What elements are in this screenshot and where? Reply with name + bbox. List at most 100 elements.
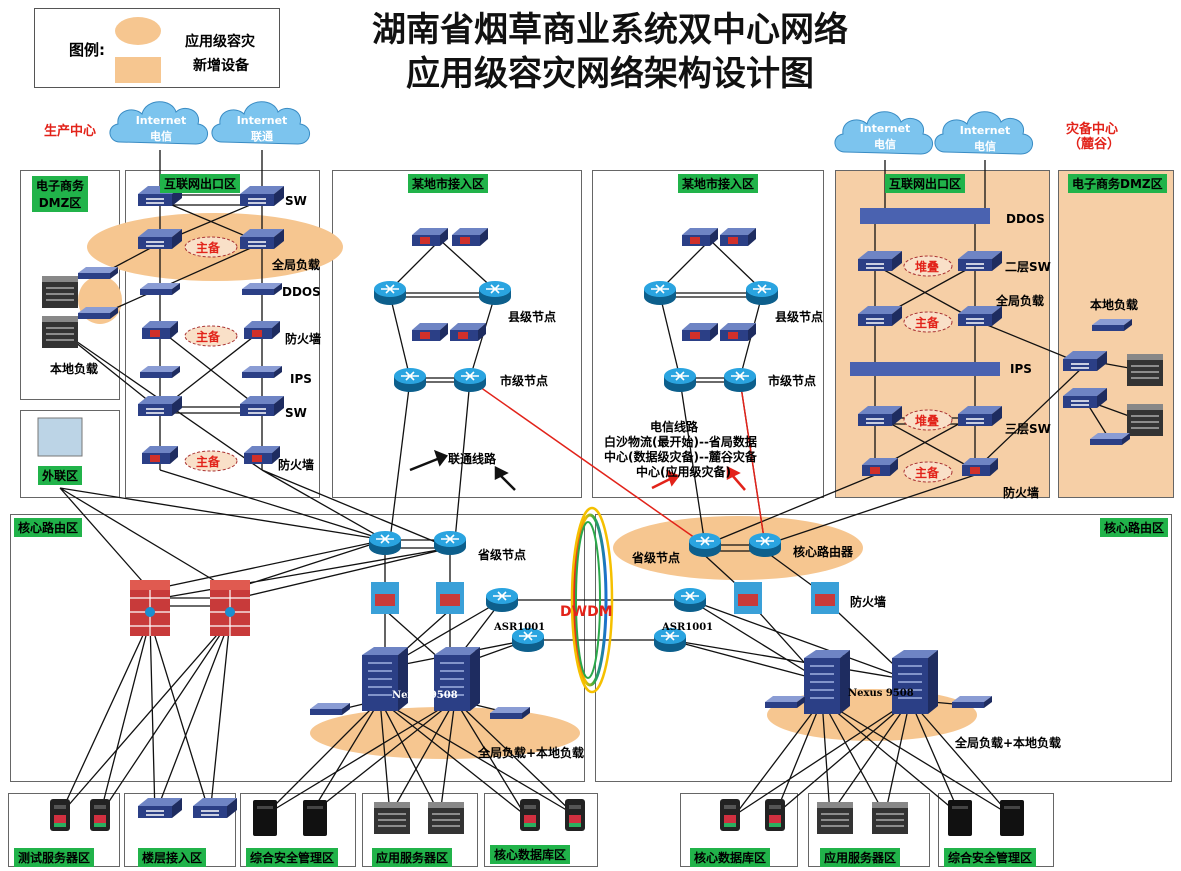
label-prov-node-right: 省级节点 [632, 551, 681, 565]
server-icon [720, 799, 740, 831]
label-city-node-2: 市级节点 [768, 374, 817, 388]
extranet-building-icon [37, 417, 83, 457]
server-rack-icon [816, 801, 854, 835]
router-icon [368, 530, 402, 556]
firewall-icon [811, 582, 839, 614]
label-telecom-2: 白沙物流(最开始)--省局数据 [604, 435, 757, 449]
bottom-label-8: 综合安全管理区 [944, 848, 1037, 867]
cloud-label-3a: Internet [859, 122, 911, 135]
router-icon [663, 367, 697, 393]
router-icon [373, 280, 407, 306]
nexus-switch-icon [891, 649, 939, 715]
label-sw: SW [285, 194, 307, 208]
label-sw2: SW [285, 406, 307, 420]
label-r-ha2: 主备 [915, 466, 940, 480]
label-ips: IPS [290, 372, 312, 386]
switch-icon [1062, 350, 1108, 372]
firewall-icon [142, 446, 178, 464]
zone-label-extranet: 外联区 [38, 466, 83, 485]
label-telecom-1: 电信线路 [650, 420, 699, 434]
load-balancer-icon [857, 305, 903, 327]
zone-label-core-right: 核心路由区 [1100, 518, 1169, 537]
firewall-icon [452, 228, 488, 246]
bottom-label-5: 核心数据库区 [490, 845, 571, 864]
page-title: 湖南省烟草商业系统双中心网络 应用级容灾网络架构设计图 [330, 8, 890, 96]
zone-label-left-internet: 互联网出口区 [160, 174, 241, 193]
label-fw1: 防火墙 [285, 332, 322, 346]
server-tower-icon [948, 800, 972, 836]
server-icon [520, 799, 540, 831]
label-core-firewall: 防火墙 [850, 595, 887, 609]
server-icon [50, 799, 70, 831]
label-ha1: 主备 [196, 241, 221, 255]
bottom-label-1: 测试服务器区 [14, 848, 95, 867]
switch-icon [239, 395, 285, 417]
label-ha2: 主备 [196, 330, 221, 344]
label-county-node-2: 县级节点 [775, 310, 824, 324]
server-icon [565, 799, 585, 831]
label-fw2: 防火墙 [278, 458, 315, 472]
label-telecom-4: 中心(应用级灾备) [636, 465, 731, 479]
router-icon [393, 367, 427, 393]
site-production-label: 生产中心 [44, 124, 97, 139]
label-nexus-left: Nexus 9508 [392, 690, 458, 701]
firewall-icon [244, 321, 280, 339]
nexus-switch-icon [361, 646, 409, 712]
switch-icon [137, 797, 183, 819]
switch-icon [957, 250, 1003, 272]
server-rack-icon [1126, 353, 1164, 387]
asr-router-icon [485, 587, 519, 613]
firewall-icon [412, 323, 448, 341]
firewall-icon [142, 321, 178, 339]
router-icon [643, 280, 677, 306]
legend-rect-swatch [115, 57, 161, 83]
cloud-label-3b: 电信 [874, 138, 896, 151]
cloud-label-4b: 电信 [974, 140, 996, 153]
asr-router-icon [673, 587, 707, 613]
firewall-icon [682, 323, 718, 341]
label-core-router: 核心路由器 [793, 545, 854, 559]
label-lb-right: 全局负载+本地负载 [955, 736, 1062, 750]
server-rack-icon [41, 275, 79, 309]
label-dwdm: DWDM [560, 604, 613, 620]
ddos-icon [242, 283, 282, 295]
firewall-icon [436, 582, 464, 614]
label-asr-left: ASR1001 [494, 622, 546, 633]
ddos-icon [860, 208, 990, 224]
label-r-glb: 全局负载 [996, 294, 1045, 308]
nexus-switch-icon [803, 649, 851, 715]
label-r-l3sw: 三层SW [1005, 422, 1051, 436]
firewall-icon [244, 446, 280, 464]
router-icon [688, 532, 722, 558]
firewall-icon [734, 582, 762, 614]
load-balancer-icon [765, 696, 805, 708]
label-left-local-lb: 本地负载 [50, 362, 99, 376]
server-tower-icon [303, 800, 327, 836]
server-rack-icon [373, 801, 411, 835]
firewall-icon [862, 458, 898, 476]
switch-icon [857, 405, 903, 427]
firewall-icon [450, 323, 486, 341]
label-telecom-3: 中心(数据级灾备)--麓谷灾备 [604, 450, 757, 464]
ips-icon [242, 366, 282, 378]
label-unicom-line: 联通线路 [448, 452, 497, 466]
cloud-label-4a: Internet [959, 124, 1011, 137]
server-icon [765, 799, 785, 831]
legend-line1: 应用级容灾 [185, 34, 255, 50]
switch-icon [192, 797, 238, 819]
label-nexus-right: Nexus 9508 [848, 688, 914, 699]
server-rack-icon [871, 801, 909, 835]
label-city-node-1: 市级节点 [500, 374, 549, 388]
label-r-fw: 防火墙 [1003, 486, 1040, 500]
label-r-l2sw: 二层SW [1005, 260, 1051, 274]
server-rack-icon [1126, 403, 1164, 437]
router-icon [723, 367, 757, 393]
ellipse-right-core [613, 516, 863, 580]
router-icon [748, 532, 782, 558]
firewall-icon [720, 228, 756, 246]
bottom-label-6: 核心数据库区 [690, 848, 771, 867]
load-balancer-icon [1090, 433, 1130, 445]
firewall-icon [682, 228, 718, 246]
ellipse-left-lb [310, 707, 580, 759]
